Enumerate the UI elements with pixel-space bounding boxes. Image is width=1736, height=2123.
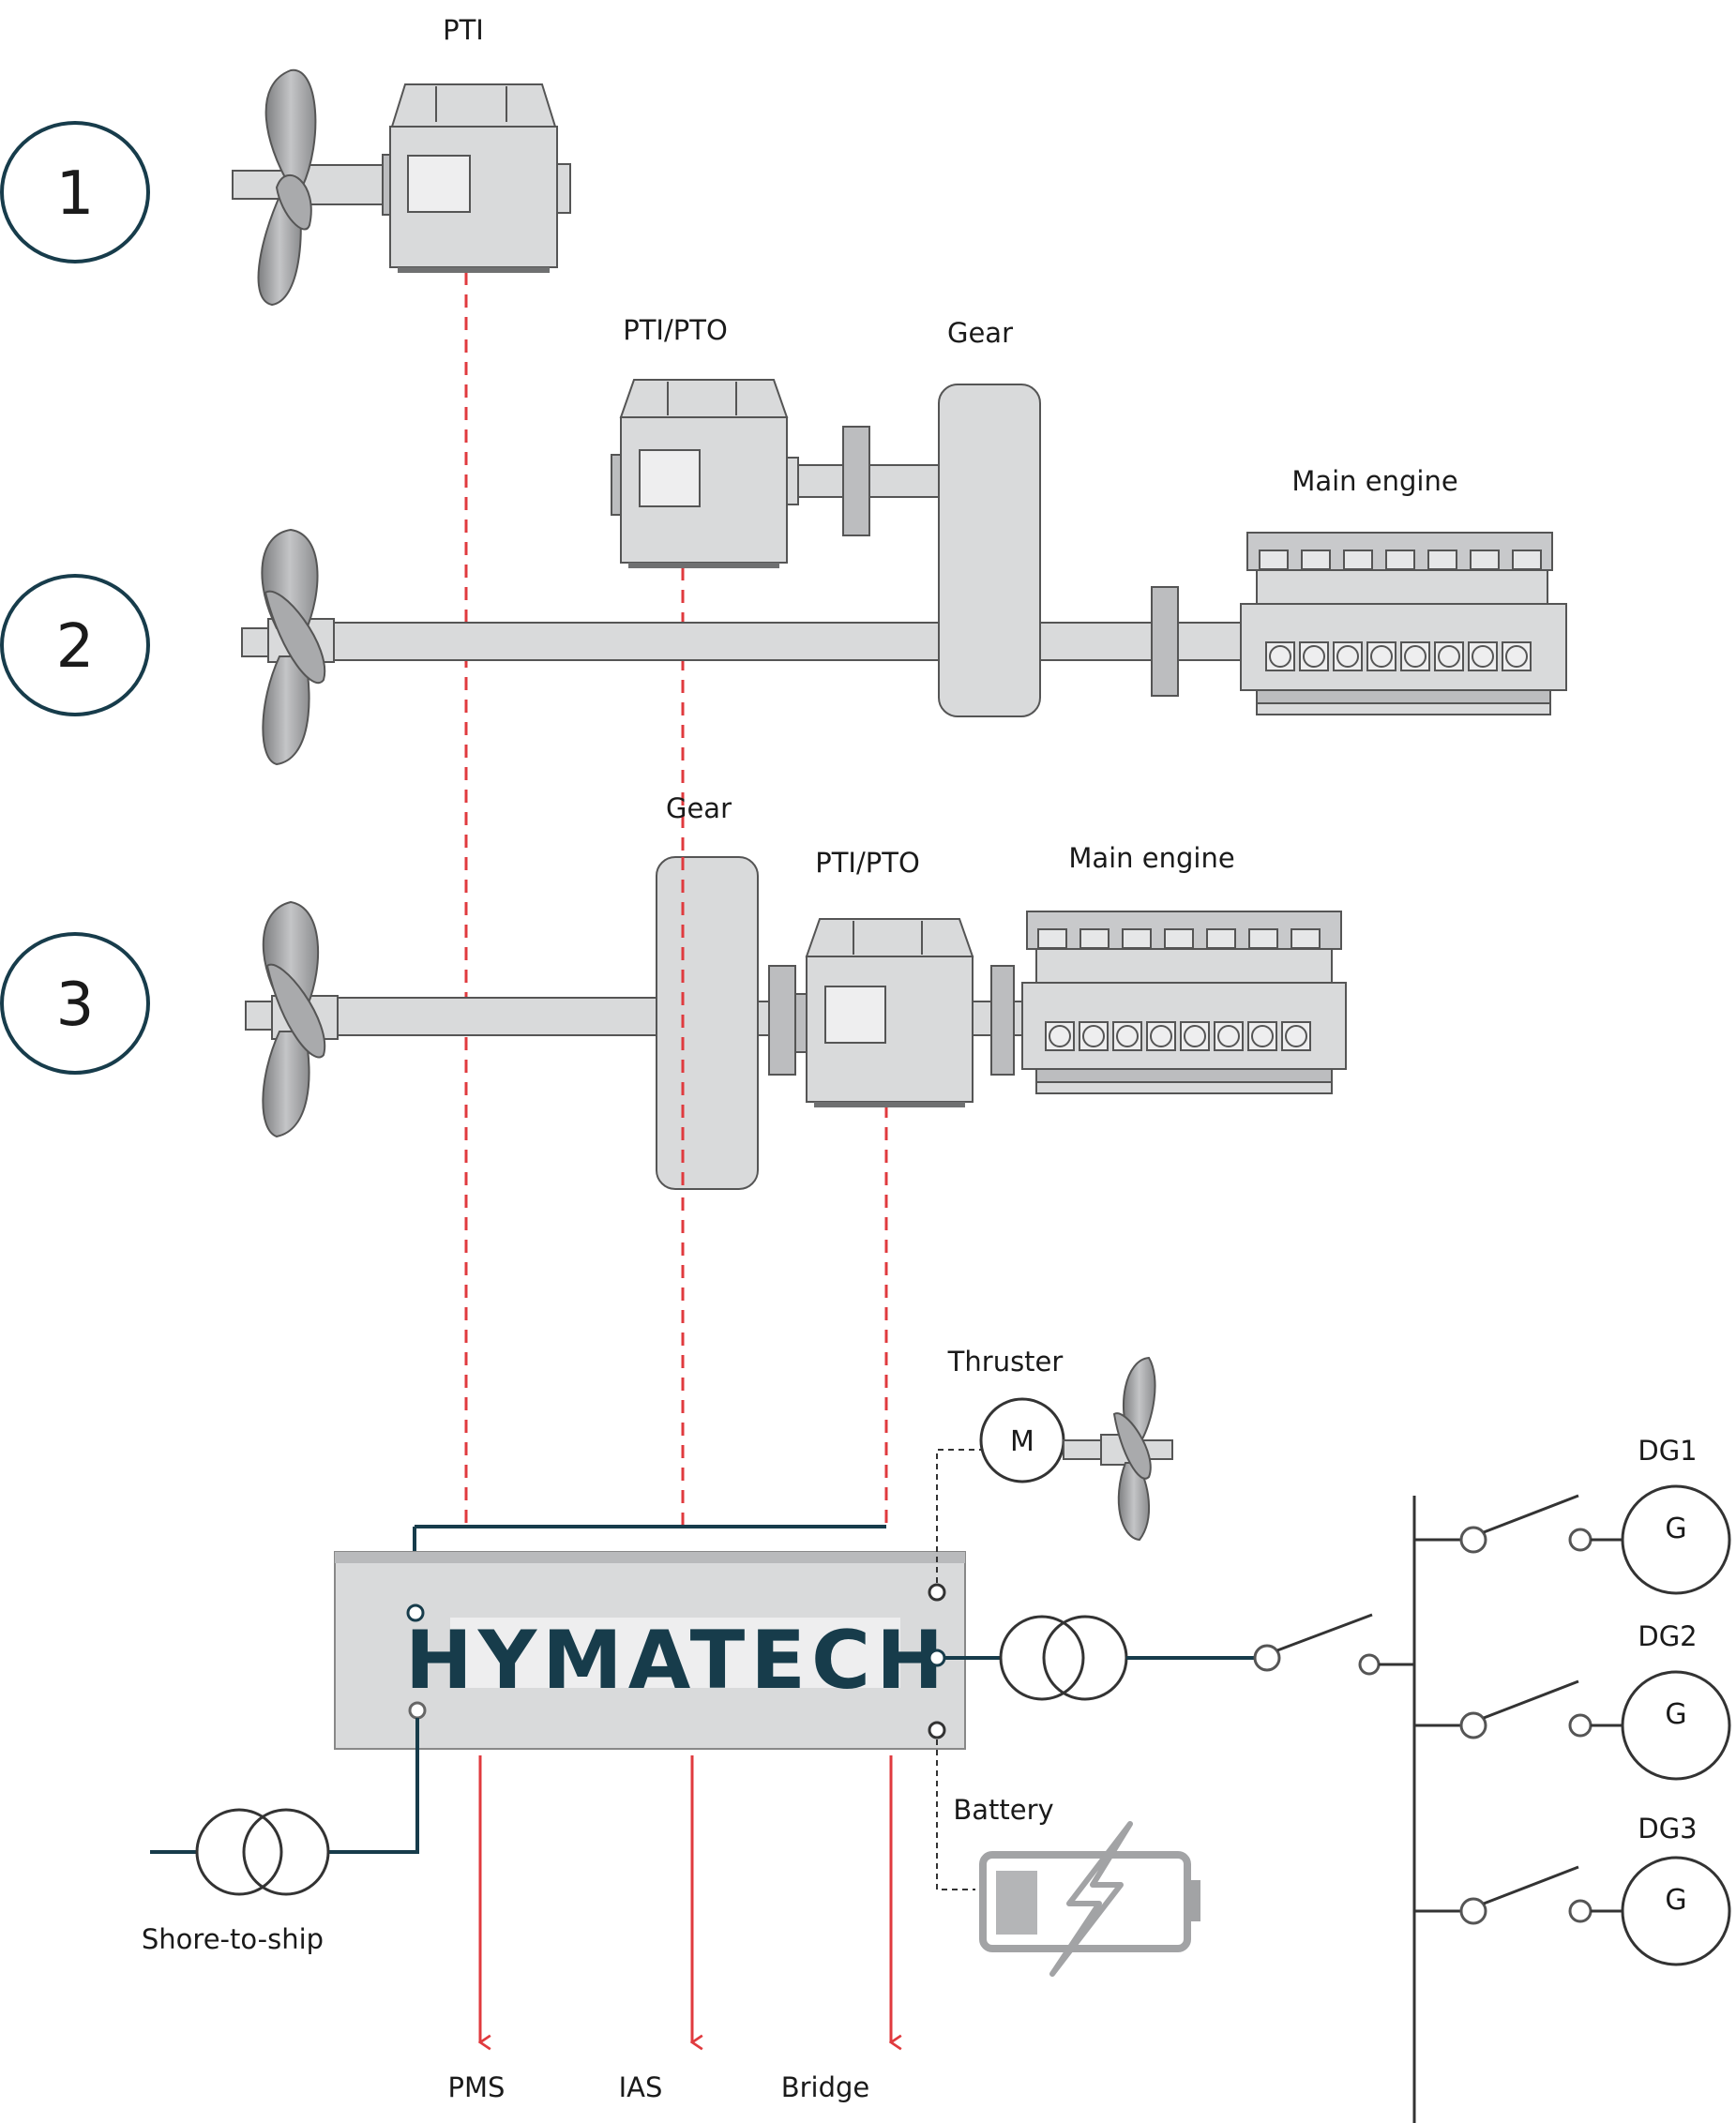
main-engine-label-2: Main engine [1291, 465, 1457, 497]
pti-pto-label-3: PTI/PTO [815, 847, 920, 879]
scenario-2-badge: 2 [0, 574, 150, 716]
dg1-generator: G [1414, 1484, 1731, 1595]
dg3-label: DG3 [1638, 1813, 1697, 1844]
port-top-left [406, 1604, 425, 1622]
dg3-generator-symbol: G [1665, 1884, 1686, 1917]
battery [936, 1739, 1200, 1977]
grid-transformer-icon [999, 1615, 1085, 1701]
output-label-pms: PMS [448, 2071, 506, 2103]
scenario-2-gear [938, 384, 1041, 717]
scenario-1-number: 1 [56, 159, 95, 229]
scenario-2-pti-pto-motor [611, 379, 940, 568]
output-label-bridge: Bridge [781, 2071, 870, 2103]
scenario-3-gear [656, 856, 759, 1190]
dg2-generator-icon [1621, 1670, 1731, 1781]
brand-logo: HYMATECH [405, 1614, 949, 1708]
gear-label-3: Gear [666, 792, 732, 824]
dg1-generator-symbol: G [1665, 1513, 1686, 1545]
pti-label: PTI [443, 14, 484, 46]
shore-to-ship-label: Shore-to-ship [142, 1923, 324, 1955]
main-engine-label-3: Main engine [1068, 842, 1234, 874]
lightning-icon [1049, 1821, 1133, 1977]
scenario-2-main-engine [1240, 532, 1567, 715]
dg1-generator-icon [1621, 1484, 1731, 1595]
port-thruster [928, 1583, 946, 1602]
port-grid [928, 1649, 946, 1667]
scenario-3-number: 3 [56, 971, 95, 1040]
scenario-2-shaft [241, 586, 1242, 697]
dg3-generator-icon [1621, 1856, 1731, 1966]
scenario-3-pti-pto-motor [757, 918, 1026, 1107]
motor-symbol: M [1010, 1425, 1034, 1458]
thruster-label: Thruster [947, 1346, 1064, 1378]
scenario-1-pti-motor [382, 83, 571, 273]
dg2-generator: G [1414, 1670, 1731, 1781]
dg1-label: DG1 [1638, 1435, 1697, 1467]
port-battery [928, 1721, 946, 1739]
dg2-generator-symbol: G [1665, 1698, 1686, 1731]
output-arrows [480, 1755, 891, 2042]
scenario-3-shaft [245, 995, 657, 1040]
grid-connection [945, 1613, 1414, 1701]
pti-pto-label-2: PTI/PTO [623, 314, 728, 346]
scenario-1-propeller [232, 68, 384, 307]
gear-label-2: Gear [947, 317, 1013, 349]
shore-to-ship-transformer [150, 1718, 419, 1896]
scenario-3-badge: 3 [0, 932, 150, 1075]
dg2-label: DG2 [1638, 1620, 1697, 1652]
scenario-2-number: 2 [56, 612, 95, 682]
hymatech-controller: HYMATECH [334, 1525, 966, 1750]
scenario-3-propeller [262, 900, 326, 1138]
thruster: M [936, 1356, 1173, 1583]
output-label-ias: IAS [619, 2071, 663, 2103]
scenario-2-propeller [261, 528, 326, 766]
scenario-3-main-engine [1021, 911, 1347, 1094]
scenario-1-badge: 1 [0, 121, 150, 263]
dg3-generator: G [1414, 1856, 1731, 1966]
port-bottom-left [408, 1701, 427, 1720]
battery-label: Battery [953, 1794, 1053, 1826]
